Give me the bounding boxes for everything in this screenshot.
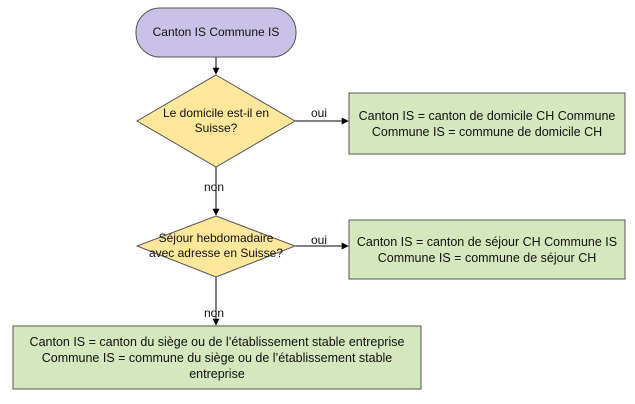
decision2-line2: avec adresse en Suisse? [148, 246, 284, 260]
action1-node [348, 92, 626, 155]
action3-line1: Canton IS = canton du siège ou de l’étab… [29, 334, 405, 349]
action1-label: Canton IS = canton de domicile CH Commun… [349, 93, 625, 154]
decision2-label: Séjour hebdomadaire avec adresse en Suis… [140, 226, 292, 266]
decision1-line1: Le domicile est-il en [162, 106, 270, 120]
start-node-label: Canton IS Commune IS [136, 8, 296, 57]
decision1-node [136, 74, 296, 168]
decision1-label: Le domicile est-il en Suisse? [150, 100, 282, 142]
action1-line1: Canton IS = canton de domicile CH Commun… [358, 108, 616, 123]
edge-label-yes2: oui [311, 233, 328, 247]
action3-line2: Commune IS = commune du siège ou de l’ét… [41, 350, 393, 365]
action2-label: Canton IS = canton de séjour CH Commune … [349, 220, 625, 279]
decision2-node [135, 215, 297, 278]
edge-label-no1: non [204, 180, 225, 194]
action2-node [348, 219, 626, 280]
action2-line1: Canton IS = canton de séjour CH Commune … [356, 234, 618, 249]
decision1-line2: Suisse? [194, 121, 238, 135]
edge-label-yes1: oui [311, 106, 328, 120]
action1-line2: Commune IS = commune de domicile CH [371, 124, 603, 139]
decision2-line1: Séjour hebdomadaire [158, 231, 274, 245]
start-node [135, 7, 297, 58]
action2-line2: Commune IS = commune de séjour CH [377, 250, 597, 265]
action3-node [12, 325, 422, 390]
edge-label-no2: non [204, 306, 225, 320]
start-node-text: Canton IS Commune IS [152, 25, 280, 39]
action3-label: Canton IS = canton du siège ou de l’étab… [13, 326, 421, 389]
action3-line3: entreprise [189, 366, 245, 381]
